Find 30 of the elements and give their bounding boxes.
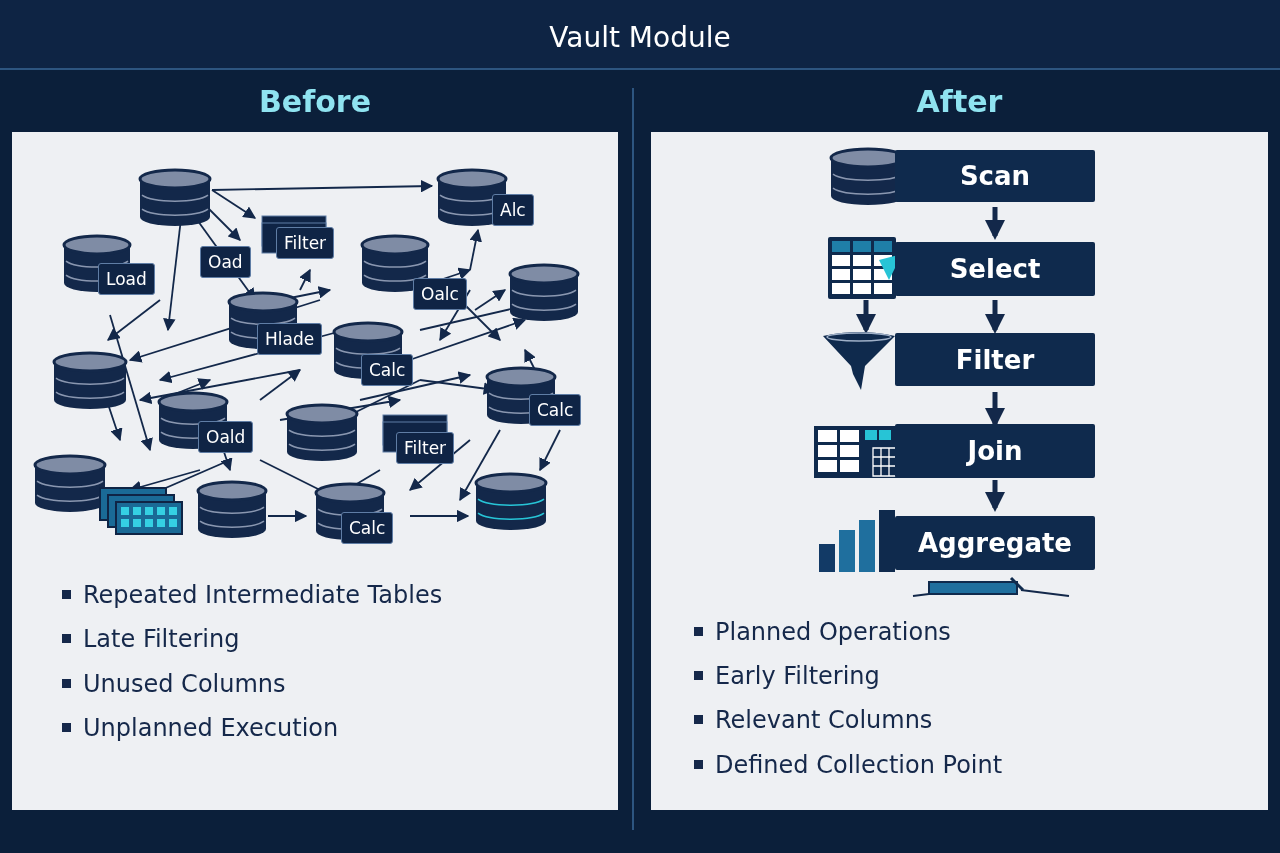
diagram-title: Vault Module (548, 20, 732, 56)
bullet-text: Relevant Columns (715, 706, 933, 734)
operation-tag: Calc (529, 394, 582, 426)
operation-tag: Calc (341, 512, 394, 544)
operation-tag: Filter (276, 227, 335, 259)
process-step: Scan (895, 150, 1095, 202)
arrow (985, 300, 1005, 334)
operation-tag: Filter (396, 432, 455, 464)
operation-tag: Oalc (413, 278, 467, 310)
operation-tag: Oald (198, 421, 254, 453)
bullet-text: Unused Columns (83, 670, 286, 698)
bullet-text: Planned Operations (715, 618, 951, 646)
arrow (856, 300, 876, 334)
arrow (985, 480, 1005, 512)
operation-tag: Load (98, 263, 155, 295)
panel-heading: Before (258, 83, 372, 121)
operation-tag: Hlade (257, 323, 323, 355)
bullet-text: Early Filtering (715, 662, 880, 690)
bullet-text: Unplanned Execution (83, 714, 339, 742)
bullet-text: Late Filtering (83, 625, 240, 653)
operation-tag: Alc (492, 194, 534, 226)
panel-heading: After (915, 83, 1004, 121)
operation-tag: Oad (200, 246, 251, 278)
process-step: Aggregate (895, 516, 1095, 570)
process-step: Select (895, 242, 1095, 296)
arrow (985, 207, 1005, 240)
bullet-text: Defined Collection Point (715, 751, 1003, 779)
bullet-text: Repeated Intermediate Tables (83, 581, 443, 609)
process-step: Join (895, 424, 1095, 478)
operation-tag: Calc (361, 354, 414, 386)
